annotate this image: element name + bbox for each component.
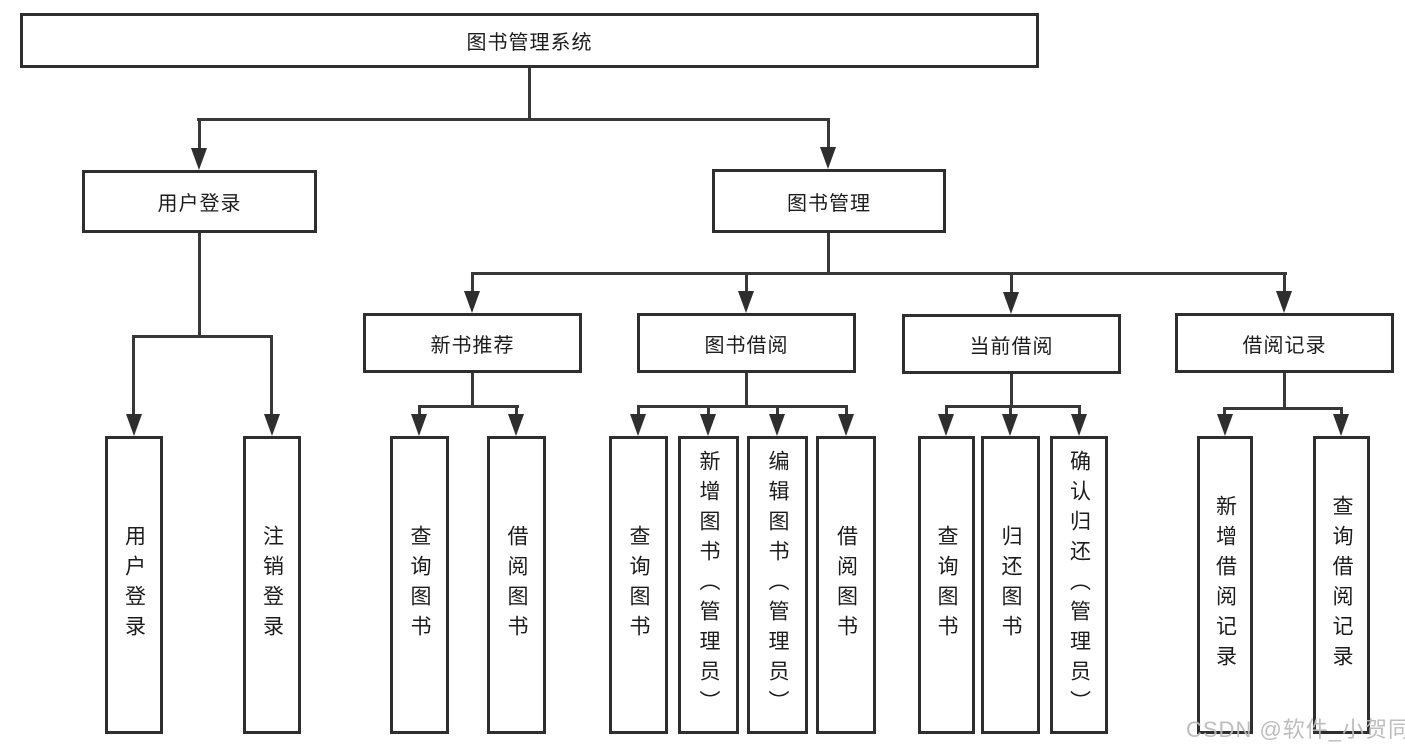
leaf-add-borrow-record: 新增借阅记录 (1197, 436, 1253, 734)
connector-line (637, 405, 640, 417)
node-label: 图书管理 (787, 192, 871, 215)
node-label: 确认归还（管理员） (1067, 450, 1091, 720)
connector-line (1283, 272, 1286, 295)
node-label: 用户登录 (122, 525, 146, 645)
leaf-query-books-borrowing: 查询图书 (609, 436, 668, 734)
node-label: 图书管理系统 (466, 32, 593, 54)
connector-line (471, 373, 474, 407)
arrow-down-icon (411, 414, 427, 436)
node-borrowing-records: 借阅记录 (1175, 313, 1394, 373)
arrow-down-icon (1003, 292, 1019, 314)
connector-line (1223, 407, 1343, 410)
node-label: 查询图书 (935, 525, 958, 645)
connector-line (132, 335, 273, 338)
connector-line (1078, 405, 1081, 417)
leaf-edit-books-admin: 编辑图书（管理员） (747, 436, 808, 734)
node-label: 归还图书 (999, 525, 1022, 645)
connector-line (198, 233, 201, 335)
csdn-watermark: CSDN @软件_小贺同学 (1186, 717, 1405, 742)
leaf-confirm-return-admin: 确认归还（管理员） (1050, 436, 1108, 734)
connector-line (528, 68, 531, 118)
node-new-book-recommend: 新书推荐 (363, 313, 582, 373)
connector-line (1010, 374, 1013, 407)
connector-line (1283, 373, 1286, 410)
arrow-down-icon (1071, 414, 1087, 436)
connector-line (745, 373, 748, 407)
leaf-borrow-books-recommend: 借阅图书 (487, 436, 546, 734)
connector-line (1009, 405, 1012, 417)
connector-line (827, 118, 830, 151)
node-label: 借阅图书 (505, 525, 528, 645)
arrow-down-icon (1002, 414, 1018, 436)
leaf-query-books-current: 查询图书 (918, 436, 975, 734)
node-label: 新书推荐 (430, 334, 515, 357)
arrow-down-icon (738, 291, 754, 313)
node-label: 查询图书 (408, 525, 431, 645)
node-label: 新增借阅记录 (1213, 495, 1237, 675)
arrow-down-icon (264, 414, 280, 436)
connector-line (1340, 407, 1343, 417)
arrow-down-icon (508, 414, 524, 436)
connector-line (270, 335, 273, 420)
node-book-management: 图书管理 (712, 169, 946, 233)
connector-line (707, 405, 710, 417)
leaf-query-books-recommend: 查询图书 (390, 436, 449, 734)
connector-line (1223, 407, 1226, 417)
node-library-system: 图书管理系统 (20, 13, 1039, 68)
node-label: 编辑图书（管理员） (766, 450, 789, 720)
arrow-down-icon (630, 414, 646, 436)
connector-line (515, 405, 518, 417)
arrow-down-icon (464, 291, 480, 313)
node-label: 借阅记录 (1242, 334, 1327, 357)
connector-line (197, 118, 830, 121)
node-label: 查询借阅记录 (1330, 495, 1353, 675)
leaf-borrow-books: 借阅图书 (816, 436, 876, 734)
node-label: 注销登录 (260, 525, 284, 645)
arrow-down-icon (191, 148, 207, 170)
node-label: 新增图书（管理员） (697, 450, 720, 720)
connector-line (776, 405, 779, 417)
connector-line (945, 405, 1081, 408)
leaf-add-books-admin: 新增图书（管理员） (678, 436, 739, 734)
connector-line (471, 272, 1287, 275)
arrow-down-icon (126, 414, 142, 436)
connector-line (198, 118, 201, 151)
node-label: 图书借阅 (704, 334, 789, 357)
arrow-down-icon (820, 147, 836, 169)
connector-line (827, 233, 830, 274)
leaf-query-borrow-record: 查询借阅记录 (1313, 436, 1370, 734)
node-user-login: 用户登录 (82, 170, 317, 233)
arrow-down-icon (1333, 414, 1349, 436)
connector-line (637, 405, 848, 408)
arrow-down-icon (1276, 291, 1292, 313)
arrow-down-icon (938, 414, 954, 436)
node-current-borrowing: 当前借阅 (902, 314, 1121, 374)
arrow-down-icon (838, 414, 854, 436)
connector-line (945, 405, 948, 417)
node-label: 借阅图书 (834, 525, 858, 645)
connector-line (745, 272, 748, 295)
leaf-user-login: 用户登录 (105, 436, 163, 734)
leaf-return-books: 归还图书 (981, 436, 1040, 734)
connector-line (132, 335, 135, 420)
node-label: 当前借阅 (969, 335, 1054, 358)
connector-line (845, 405, 848, 417)
arrow-down-icon (700, 414, 716, 436)
arrow-down-icon (769, 414, 785, 436)
leaf-logout: 注销登录 (243, 436, 301, 734)
connector-line (418, 405, 519, 408)
node-book-borrowing: 图书借阅 (637, 313, 856, 373)
node-label: 查询图书 (627, 525, 650, 645)
arrow-down-icon (1217, 414, 1233, 436)
node-label: 用户登录 (157, 193, 242, 215)
connector-line (1010, 272, 1013, 295)
connector-line (471, 272, 474, 295)
connector-line (418, 405, 421, 417)
